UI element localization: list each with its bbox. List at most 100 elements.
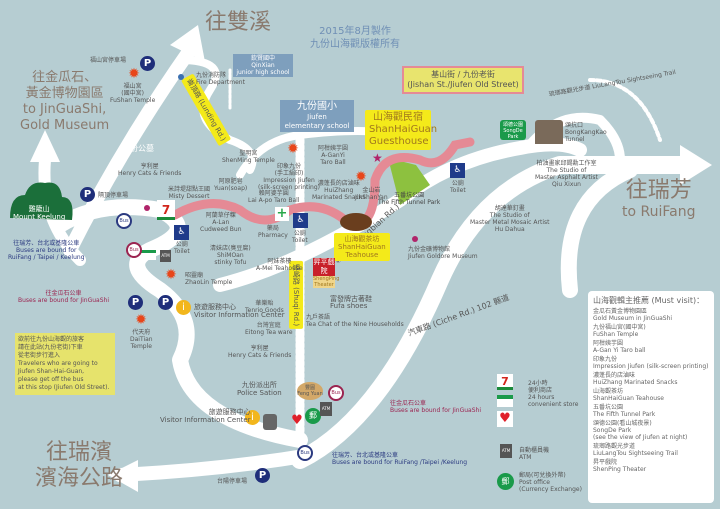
map-credits: 2015年8月製作九份山海觀版權所有 [310, 25, 400, 51]
pharmacy-icon: + [275, 206, 289, 221]
legend-post: 郵局(可兌換外幣)Post office(Currency Exchange) [519, 472, 582, 493]
label: 頌抗口 [565, 122, 584, 129]
label: 阿妹茶樓 [267, 258, 292, 265]
label: Gold Museum in JinGuaShi [593, 315, 673, 322]
label: 阿原肥皂 [218, 178, 243, 185]
label: Visitor Information Center [194, 311, 285, 319]
road-main-loop [52, 199, 308, 448]
must-visit-item[interactable]: 九份福山宮(國中宮)FuShan Temple [593, 324, 709, 338]
road-to-shuangxi [63, 43, 197, 257]
label: LiuLangTou Sightseeing Trail [593, 450, 678, 457]
label: Henry Cats & Friends [228, 352, 292, 359]
guesthouse-star-icon: ★ [372, 151, 383, 165]
pin [144, 205, 150, 211]
label: A-Lan [212, 219, 230, 226]
label: DaiTian [130, 336, 153, 343]
label: The Fifth Tunnel Park [593, 411, 656, 418]
familymart-icon [140, 250, 156, 260]
label: at this stop (Jiufen Old Street). [18, 384, 110, 391]
label: 九份國小 [297, 101, 337, 112]
label: ShanHaiGuan Teahouse [593, 395, 664, 402]
label: 公廁 [175, 241, 188, 248]
label: RuiFang / Taipei / Keelung [8, 254, 85, 261]
label: 米詩堤甜點王國 [168, 186, 211, 193]
label: Toilet [292, 237, 308, 244]
label: 欲前往九份山海觀的旅客 [18, 336, 85, 343]
old-street-label: 基山街 / 九份老街(Jishan St./Jiufen Old Street) [402, 66, 524, 94]
label: Eitong Tea ware [245, 329, 293, 336]
label-jiutou-parking: 隔頂停車場 [98, 192, 129, 199]
label: BongKangKao [565, 129, 607, 136]
label: convenient store [528, 401, 579, 408]
label: 山海觀茶坊 [593, 388, 624, 395]
label: SongDe [503, 128, 523, 134]
label: Hu Dahua [494, 226, 525, 233]
label: 琉瑯路觀光步道 [593, 443, 636, 450]
label: 亨利屋 [250, 345, 269, 352]
place-fushan[interactable]: 福山宮(國中宮)FuShan Temple [110, 83, 155, 104]
place-impression[interactable]: 印象九份(手工絹印)Impression Jiufen(silk-screen … [258, 163, 320, 191]
label: 九份福山宮(國中宮) [593, 324, 646, 331]
label: Guesthouse [369, 136, 429, 147]
pin [412, 236, 418, 242]
label: 昭靈廟 [185, 272, 204, 279]
label: 九戶茶語 [306, 314, 331, 321]
label: Henry Cats & Friends [118, 170, 182, 177]
label: ZhaoLin Temple [185, 279, 233, 286]
mount-keelung-shape [10, 182, 73, 220]
label: Pharmacy [258, 232, 288, 239]
post-office-icon: 郵 [497, 473, 514, 490]
must-visit-item[interactable]: 頌德公園(看山城夜景)SongDe Park(see the view of J… [593, 420, 709, 441]
